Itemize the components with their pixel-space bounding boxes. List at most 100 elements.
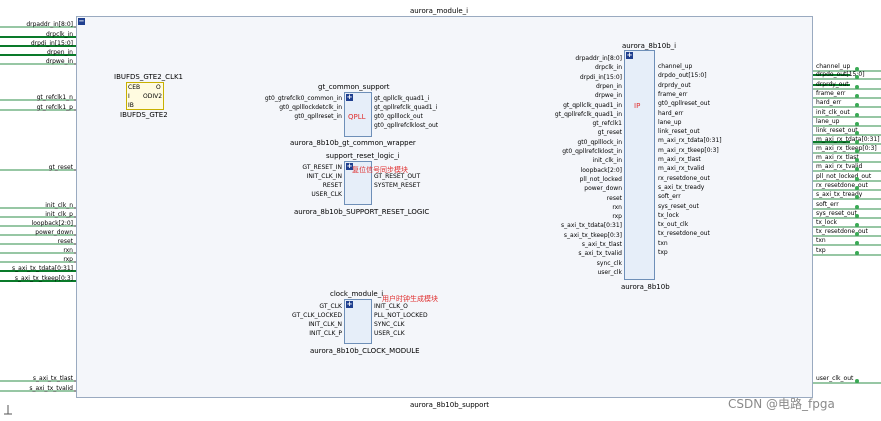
- core-input-label: drpwe_in: [594, 92, 622, 100]
- core-output-label: m_axi_rx_tdata[0:31]: [658, 137, 722, 145]
- right-port-label: drprdy_out: [816, 81, 849, 88]
- right-port-label: rx_resetdone_out: [816, 182, 868, 189]
- reset-input-label: GT_RESET_IN: [302, 164, 342, 171]
- common-output-label: gt0_qplllock_out: [374, 113, 423, 120]
- reset-output-label: GT_RESET_OUT: [374, 173, 421, 180]
- core-input-label: pll_not_locked: [579, 175, 622, 183]
- core-input-label: loopback[2:0]: [580, 166, 622, 174]
- core-input-label: gt_qpllclk_quad1_in: [563, 101, 622, 109]
- outer-block[interactable]: [76, 16, 813, 398]
- core-input-label: drpaddr_in[8:0]: [575, 55, 622, 62]
- common-input-label: gt0_gtrefclk0_common_in: [264, 95, 342, 102]
- right-port-label: lane_up: [816, 118, 840, 125]
- right-port-label: sys_reset_out: [816, 210, 857, 217]
- clock-input-label: GT_CLK: [319, 303, 342, 310]
- reset-expand-icon[interactable]: +: [346, 162, 353, 170]
- ibufds-port-ib: IB: [128, 102, 134, 109]
- common-title: gt_common_support: [318, 83, 390, 91]
- core-output-label: tx_resetdone_out: [658, 230, 710, 238]
- common-input-label: gt0_qplllockdetclk_in: [279, 104, 342, 111]
- clock-output-label: USER_CLK: [374, 330, 405, 337]
- core-input-label: s_axi_tx_tdata[0:31]: [561, 222, 622, 230]
- port-marker-icon: [855, 140, 859, 144]
- right-port-label: user_clk_out: [816, 375, 854, 382]
- core-output-label: link_reset_out: [658, 128, 700, 136]
- core-output-label: m_axi_rx_tvalid: [658, 165, 705, 173]
- core-input-label: sync_clk: [596, 259, 622, 267]
- ibufds-port-i: I: [128, 93, 130, 100]
- left-port-label: gt_refclk1_n: [36, 94, 73, 101]
- clock-output-label: INIT_CLK_O: [374, 303, 408, 310]
- port-marker-icon: [855, 251, 859, 255]
- clock-input-label: GT_CLK_LOCKED: [292, 312, 342, 319]
- right-port-label: pll_not_locked_out: [816, 173, 872, 180]
- core-note: IP: [634, 102, 641, 110]
- left-port-label: drpen_in: [46, 49, 73, 56]
- core-output-label: m_axi_rx_tkeep[0:3]: [658, 146, 719, 154]
- left-port-label: init_clk_p: [45, 211, 73, 218]
- core-input-label: gt_refclk1: [592, 120, 622, 128]
- core-output-label: channel_up: [658, 63, 693, 70]
- right-port-label: tx_lock: [816, 219, 838, 226]
- ibufds-name: IBUFDS_GTE2: [120, 111, 168, 119]
- core-output-label: txp: [658, 249, 668, 256]
- clock-input-label: INIT_CLK_P: [309, 330, 342, 337]
- common-output-label: gt_qpllclk_quad1_i: [374, 95, 430, 102]
- left-port-label: reset: [57, 238, 73, 245]
- core-input-label: power_down: [584, 185, 622, 193]
- ibufds-port-odiv2: ODIV2: [143, 93, 163, 100]
- core-output-label: soft_err: [658, 193, 681, 201]
- ibufds-port-o: O: [156, 84, 161, 91]
- collapse-icon[interactable]: −: [78, 17, 85, 25]
- core-input-label: rxn: [612, 203, 622, 211]
- core-name: aurora_8b10b: [621, 283, 670, 291]
- clock-expand-icon[interactable]: +: [346, 300, 353, 308]
- core-output-label: frame_err: [658, 90, 688, 98]
- port-marker-icon: [855, 177, 859, 181]
- left-port-label: rxn: [63, 247, 73, 254]
- reset-input-label: USER_CLK: [311, 191, 342, 198]
- port-marker-icon: [855, 232, 859, 236]
- core-output-label: rx_resetdone_out: [658, 174, 710, 182]
- core-output-label: hard_err: [658, 109, 684, 117]
- core-output-label: tx_out_clk: [658, 221, 689, 229]
- core-input-label: rxp: [612, 213, 622, 221]
- core-input-label: user_clk: [597, 268, 622, 276]
- clock-output-label: PLL_NOT_LOCKED: [374, 312, 428, 319]
- right-port-label: drpdo_out[15:0]: [816, 71, 865, 78]
- right-port-label: link_reset_out: [816, 127, 858, 134]
- ibufds-title: IBUFDS_GTE2_CLK1: [114, 73, 184, 81]
- port-marker-icon: [855, 195, 859, 199]
- core-output-label: tx_lock: [658, 211, 680, 219]
- core-output-label: s_axi_tx_tready: [658, 183, 705, 191]
- port-marker-icon: [855, 85, 859, 89]
- port-marker-icon: [855, 167, 859, 171]
- port-marker-icon: [855, 186, 859, 190]
- right-port-label: m_axi_rx_tlast: [816, 154, 859, 161]
- right-port-label: hard_err: [816, 99, 842, 106]
- ibufds-block[interactable]: [126, 82, 164, 110]
- reset-title: support_reset_logic_i: [326, 152, 400, 160]
- left-port-label: rxp: [63, 256, 73, 263]
- core-expand-icon[interactable]: +: [626, 51, 633, 59]
- common-output-label: gt_qpllrefclk_quad1_i: [374, 104, 438, 111]
- left-port-label: s_axi_tx_tkeep[0:3]: [14, 275, 73, 282]
- common-name: aurora_8b10b_gt_common_wrapper: [290, 139, 416, 147]
- ibufds-port-ceb: CEB: [128, 84, 141, 91]
- port-marker-icon: [855, 223, 859, 227]
- core-input-label: drpclk_in: [595, 64, 622, 72]
- right-port-label: m_axi_rx_tvalid: [816, 163, 863, 170]
- reset-name: aurora_8b10b_SUPPORT_RESET_LOGIC: [294, 208, 430, 216]
- right-port-label: m_axi_rx_tkeep[0:3]: [816, 145, 877, 152]
- core-input-label: gt_qpllrefclk_quad1_in: [554, 110, 622, 118]
- port-marker-icon: [855, 94, 859, 98]
- port-marker-icon: [855, 158, 859, 162]
- clock-title: clock_module_i: [330, 290, 384, 298]
- port-marker-icon: [855, 67, 859, 71]
- common-input-label: gt0_qpllreset_in: [294, 113, 342, 120]
- outer-title: aurora_module_i: [410, 7, 469, 15]
- right-port-label: s_axi_tx_tready: [816, 191, 863, 198]
- common-expand-icon[interactable]: +: [346, 93, 353, 101]
- core-output-label: sys_reset_out: [658, 202, 699, 210]
- core-block[interactable]: [624, 50, 655, 280]
